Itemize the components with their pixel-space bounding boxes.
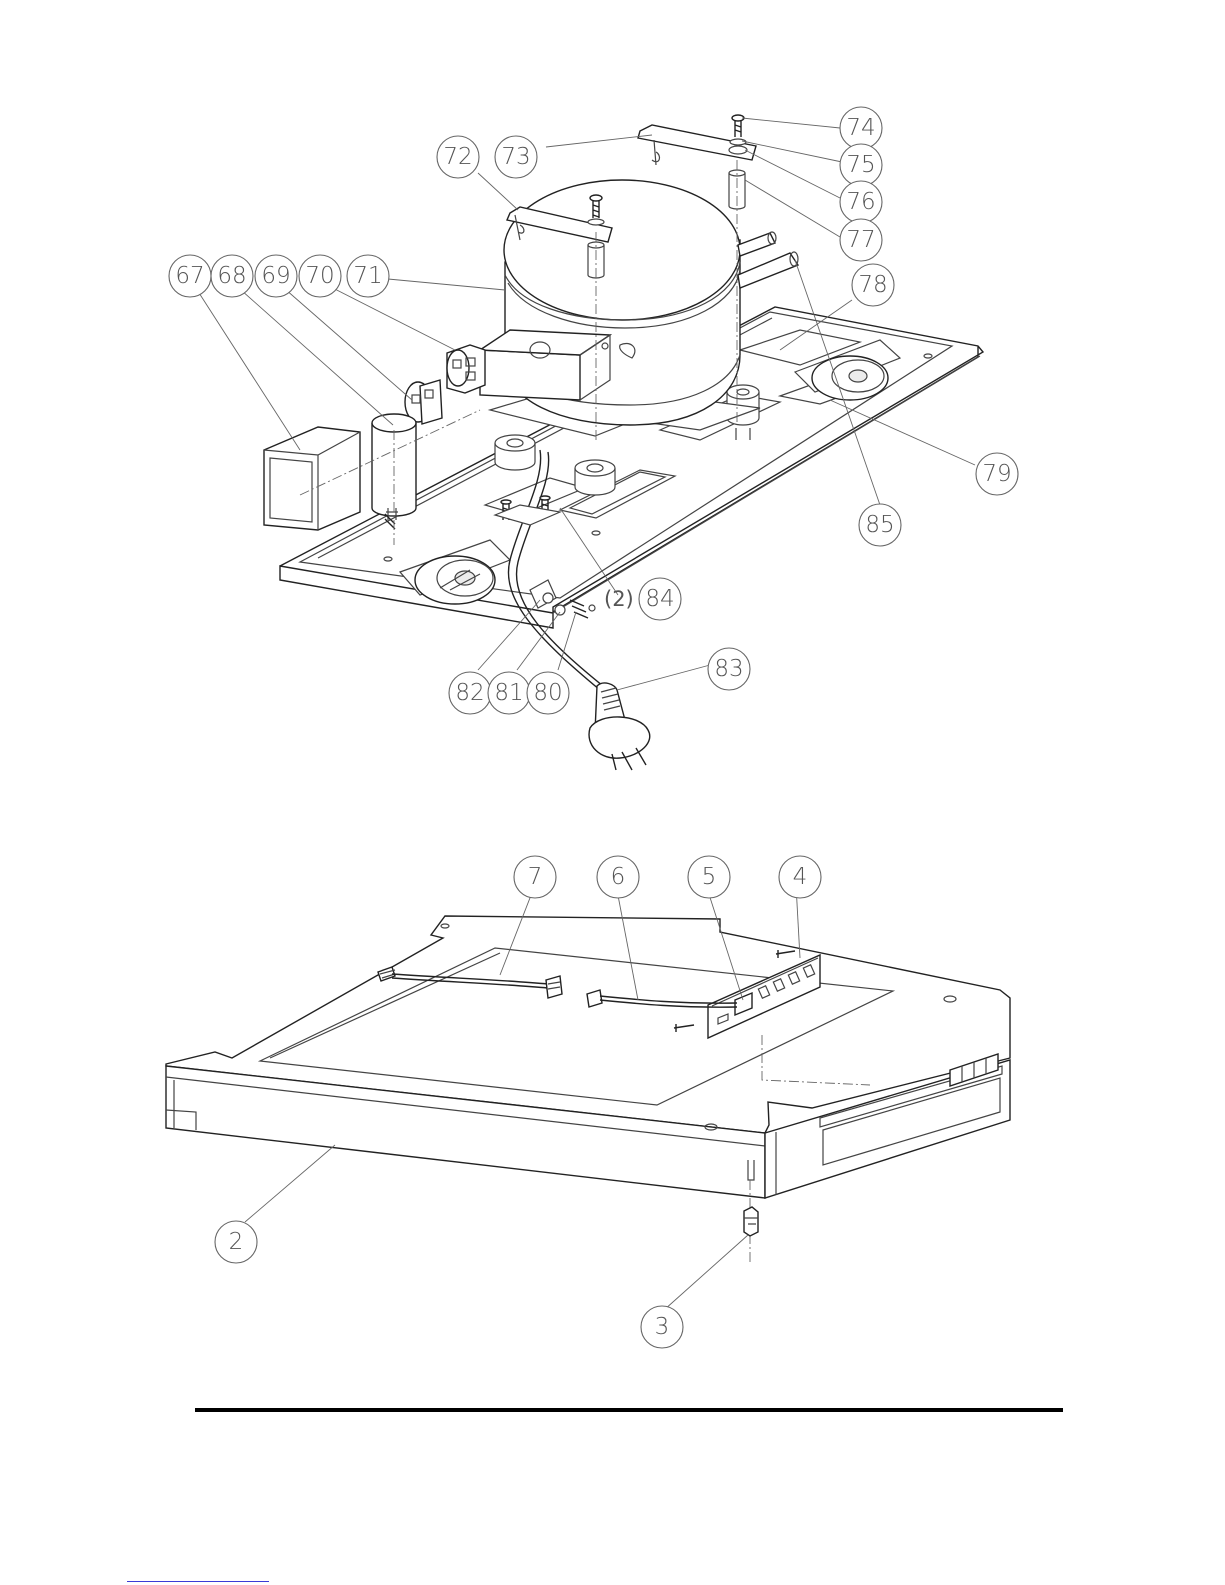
svg-text:71: 71 xyxy=(353,263,382,289)
balloon-74: 74 xyxy=(840,107,882,149)
svg-text:67: 67 xyxy=(175,263,204,289)
rubber-grommet-center xyxy=(575,460,615,495)
balloon-68: 68 xyxy=(211,255,253,297)
balloon-5: 5 xyxy=(688,856,730,898)
svg-text:85: 85 xyxy=(865,512,894,538)
svg-text:73: 73 xyxy=(501,144,530,170)
clip-3 xyxy=(744,1207,758,1236)
terminal-cover-67 xyxy=(264,427,360,530)
balloon-82: 82 xyxy=(449,672,491,714)
upper-assembly-drawing: 67 68 69 70 71 72 73 74 75 76 77 78 79 8… xyxy=(169,107,1018,770)
footer-rule xyxy=(195,1408,1063,1412)
quantity-note-84: (2) xyxy=(604,587,634,611)
footer-link-underline xyxy=(127,1581,269,1582)
balloon-79: 79 xyxy=(976,453,1018,495)
balloon-73: 73 xyxy=(495,136,537,178)
svg-text:84: 84 xyxy=(645,586,674,612)
washer-75 xyxy=(730,139,746,145)
svg-text:79: 79 xyxy=(982,461,1011,487)
balloon-2: 2 xyxy=(215,1221,257,1263)
washer-76 xyxy=(729,146,747,154)
svg-text:74: 74 xyxy=(846,115,875,141)
balloon-75: 75 xyxy=(840,144,882,186)
balloon-81: 81 xyxy=(488,672,530,714)
svg-text:75: 75 xyxy=(846,152,875,178)
svg-text:76: 76 xyxy=(846,189,875,215)
balloon-7: 7 xyxy=(514,856,556,898)
svg-text:70: 70 xyxy=(305,263,334,289)
balloon-77: 77 xyxy=(840,219,882,261)
svg-text:69: 69 xyxy=(261,263,290,289)
balloon-76: 76 xyxy=(840,181,882,223)
base-tray-2 xyxy=(166,916,1010,1265)
balloon-67: 67 xyxy=(169,255,211,297)
svg-text:4: 4 xyxy=(793,864,808,890)
balloon-78: 78 xyxy=(852,264,894,306)
balloon-71: 71 xyxy=(347,255,389,297)
balloon-69: 69 xyxy=(255,255,297,297)
lower-assembly-drawing: 7 6 5 4 2 3 xyxy=(166,856,1010,1348)
balloon-85: 85 xyxy=(859,504,901,546)
balloon-6: 6 xyxy=(597,856,639,898)
svg-text:82: 82 xyxy=(455,680,484,706)
balloon-70: 70 xyxy=(299,255,341,297)
svg-text:68: 68 xyxy=(217,263,246,289)
svg-text:6: 6 xyxy=(611,864,626,890)
balloon-80: 80 xyxy=(527,672,569,714)
svg-text:77: 77 xyxy=(846,227,875,253)
svg-text:3: 3 xyxy=(655,1314,670,1340)
svg-text:80: 80 xyxy=(533,680,562,706)
balloon-3: 3 xyxy=(641,1306,683,1348)
thermal-overload-70 xyxy=(447,345,485,393)
balloon-84: 84 xyxy=(639,578,681,620)
svg-text:83: 83 xyxy=(714,656,743,682)
screws-84 xyxy=(495,496,560,525)
svg-text:5: 5 xyxy=(702,864,717,890)
svg-text:7: 7 xyxy=(528,864,543,890)
bracket-73-clip xyxy=(652,140,659,165)
svg-text:78: 78 xyxy=(858,272,887,298)
balloon-83: 83 xyxy=(708,648,750,690)
svg-text:81: 81 xyxy=(494,680,523,706)
rubber-grommet-left xyxy=(495,435,535,470)
svg-text:2: 2 xyxy=(229,1229,244,1255)
svg-text:72: 72 xyxy=(443,144,472,170)
power-plug xyxy=(589,683,650,770)
balloon-4: 4 xyxy=(779,856,821,898)
balloon-72: 72 xyxy=(437,136,479,178)
